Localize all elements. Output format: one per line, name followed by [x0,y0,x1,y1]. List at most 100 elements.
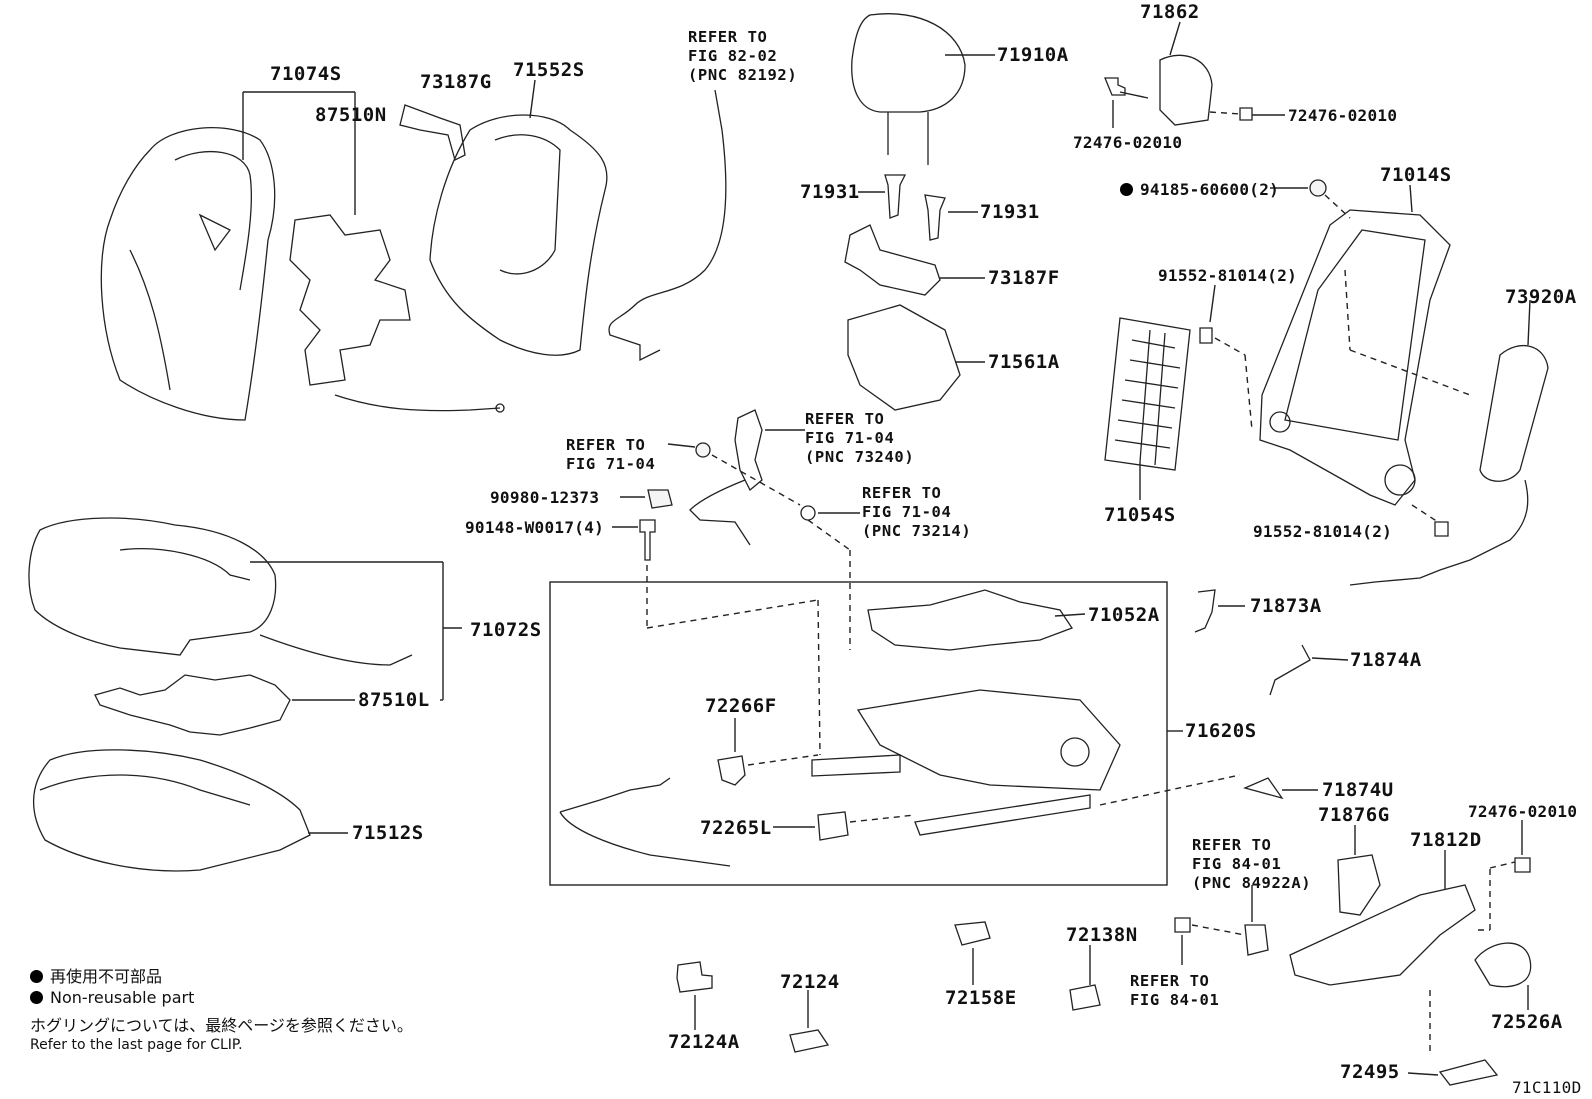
part-label[interactable]: 71873A [1250,595,1322,617]
non-reusable-marker [30,970,43,983]
part-label[interactable]: 72526A [1491,1011,1563,1033]
part-label[interactable]: 72124A [668,1031,740,1053]
part-label[interactable]: 71512S [352,822,424,844]
refer-to-note[interactable]: REFER TO FIG 71-04 (PNC 73240) [805,410,915,466]
bolt-91552-lower [1434,521,1449,537]
part-label[interactable]: 72138N [1066,924,1138,946]
part-label[interactable]: 71014S [1380,164,1452,186]
clip-72158e-illustration [954,921,991,946]
legend-en-clip: Refer to the last page for CLIP. [30,1037,243,1053]
part-label[interactable]: 71074S [270,63,342,85]
part-label[interactable]: 71620S [1185,720,1257,742]
headrest-guide-right [924,194,946,241]
legend-jp-clip: ホグリングについては、最終ページを参照ください。 [30,1016,413,1035]
refer-to-note[interactable]: REFER TO FIG 84-01 [1130,972,1220,1009]
part-label[interactable]: 72158E [945,987,1017,1009]
part-label[interactable]: 73187F [988,267,1060,289]
part-label[interactable]: 71052A [1088,604,1160,626]
part-label[interactable]: 71910A [997,44,1069,66]
bolt-72476-lower [1514,857,1531,873]
legend-text: 再使用不可部品 [50,967,163,986]
seat-track-illustration [811,689,1121,836]
legend-text: Non-reusable part [50,988,195,1007]
refer-to-note[interactable]: REFER TO FIG 71-04 (PNC 73214) [862,484,972,540]
cushion-cover-illustration [28,517,413,666]
part-label[interactable]: 71552S [513,59,585,81]
part-label[interactable]: 72476-02010 [1288,106,1398,125]
part-label[interactable]: 72495 [1340,1061,1400,1083]
part-label[interactable]: 71072S [470,619,542,641]
nut-94185-illustration [1309,179,1327,197]
seatback-cover-illustration [100,127,276,421]
part-number-text: 94185-60600(2) [1140,180,1280,199]
part-label[interactable]: 91552-81014(2) [1253,522,1393,541]
bolt-72476-left [1104,77,1126,96]
part-label[interactable]: 71812D [1410,829,1482,851]
part-label[interactable]: 72476-02010 [1468,802,1578,821]
seatback-pad-illustration [429,114,608,356]
part-label[interactable]: 71561A [988,351,1060,373]
part-label[interactable]: 73187G [420,71,492,93]
bracket-73187f-illustration [844,224,941,296]
part-label[interactable]: 71931 [800,181,860,203]
part-label[interactable]: 87510N [315,104,387,126]
part-label[interactable]: 90148-W0017(4) [465,518,605,537]
cover-71874u-illustration [1243,777,1284,800]
legend-en-nonreusable: Non-reusable part [30,988,194,1007]
seatback-frame-illustration [1259,209,1451,506]
bolt-91552-upper [1199,327,1213,344]
clip-72124a-illustration [676,961,713,993]
shield-71812d-illustration [1289,884,1476,986]
refer-to-note[interactable]: REFER TO FIG 71-04 [566,436,656,473]
part-label[interactable]: 71931 [980,201,1040,223]
cover-71876g-illustration [1337,854,1381,916]
part-label[interactable]: 71874A [1350,649,1422,671]
wire-harness-illustration [608,89,727,362]
clip-72124-illustration [789,1029,830,1053]
part-label[interactable]: 73920A [1505,286,1577,308]
part-label[interactable]: 71876G [1318,804,1390,826]
part-label[interactable]: 94185-60600(2) [1120,180,1279,200]
bolt-72476-right [1239,107,1253,121]
heater-mat-87510l-illustration [94,674,291,736]
non-reusable-marker [30,991,43,1004]
part-label[interactable]: 90980-12373 [490,488,600,507]
harness-71873a-illustration [1194,589,1216,633]
side-airbag-illustration [1349,345,1549,586]
cover-72266f-illustration [717,755,746,786]
headrest-illustration [851,13,966,165]
part-label[interactable]: 71862 [1140,1,1200,23]
part-label[interactable]: 71054S [1104,504,1176,526]
figure-code: 71C110D [1512,1078,1582,1097]
clip-90980-illustration [647,489,673,509]
seatback-spring-illustration [1104,317,1191,471]
heater-mat-87510n-illustration [289,214,505,413]
belt-anchor-illustration [734,409,763,492]
part-label[interactable]: 87510L [358,689,430,711]
part-label[interactable]: 72265L [700,817,772,839]
clip-72138n-illustration [1069,984,1101,1011]
part-label[interactable]: 72124 [780,971,840,993]
bolt-90148-illustration [639,519,656,561]
part-label[interactable]: 71874U [1322,779,1394,801]
cover-71862-illustration [1159,54,1213,126]
part-label[interactable]: 72476-02010 [1073,133,1183,152]
refer-to-note[interactable]: REFER TO FIG 82-02 (PNC 82192) [688,28,798,84]
seat-track-assembly-box [549,581,1168,886]
part-label[interactable]: 72266F [705,695,777,717]
sensor-84922a-illustration [1244,924,1269,956]
cushion-spring-illustration [867,589,1073,651]
harness-71874a-illustration [1269,644,1311,696]
cushion-pad-illustration [32,749,311,872]
knob-72526a-illustration [1474,942,1532,988]
cover-72265l-illustration [817,811,849,841]
part-label[interactable]: 91552-81014(2) [1158,266,1298,285]
bracket-73187g-illustration [399,104,466,161]
bolt-refer-71-04 [695,442,711,458]
cover-72495-illustration [1438,1059,1499,1086]
cover-71561a-illustration [847,304,961,411]
bolt-refer-84-01 [1174,917,1191,933]
track-wire-illustration [559,777,731,867]
refer-to-note[interactable]: REFER TO FIG 84-01 (PNC 84922A) [1192,836,1312,892]
